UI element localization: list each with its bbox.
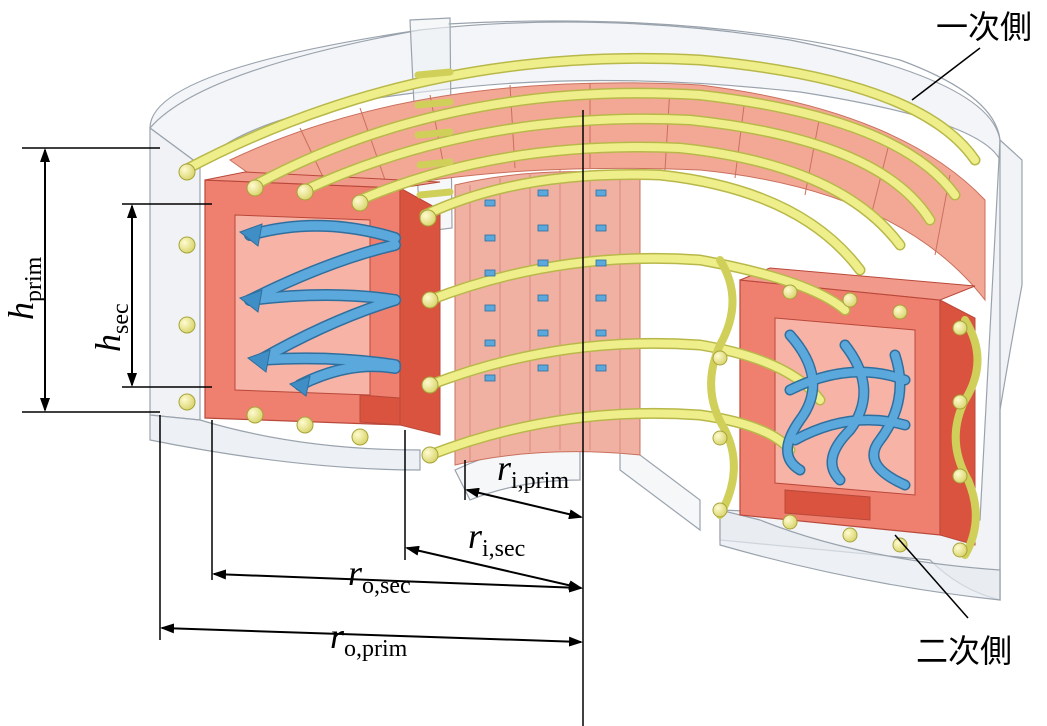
secondary-core-left — [204, 171, 441, 436]
r-o-prim-label: ro,prim — [330, 616, 408, 662]
h-sec-label: hsec — [88, 303, 134, 352]
secondary-winding-bore-stubs — [484, 189, 607, 382]
svg-text:hprim: hprim — [1, 256, 47, 320]
secondary-side-label: 二次側 — [916, 632, 1012, 670]
r-o-sec-label: ro,sec — [348, 553, 411, 599]
secondary-winding-tips-left — [238, 223, 311, 397]
dimension-lines — [22, 47, 981, 726]
primary-side-label: 一次側 — [936, 8, 1032, 46]
r-i-prim-label: ri,prim — [497, 448, 569, 494]
primary-winding-ladder — [414, 68, 454, 199]
svg-text:hsec: hsec — [88, 303, 134, 352]
r-i-sec-label: ri,sec — [468, 516, 525, 562]
primary-winding-loops-right — [707, 256, 982, 559]
primary-winding-markers — [178, 163, 968, 558]
h-prim-label: hprim — [1, 256, 47, 320]
